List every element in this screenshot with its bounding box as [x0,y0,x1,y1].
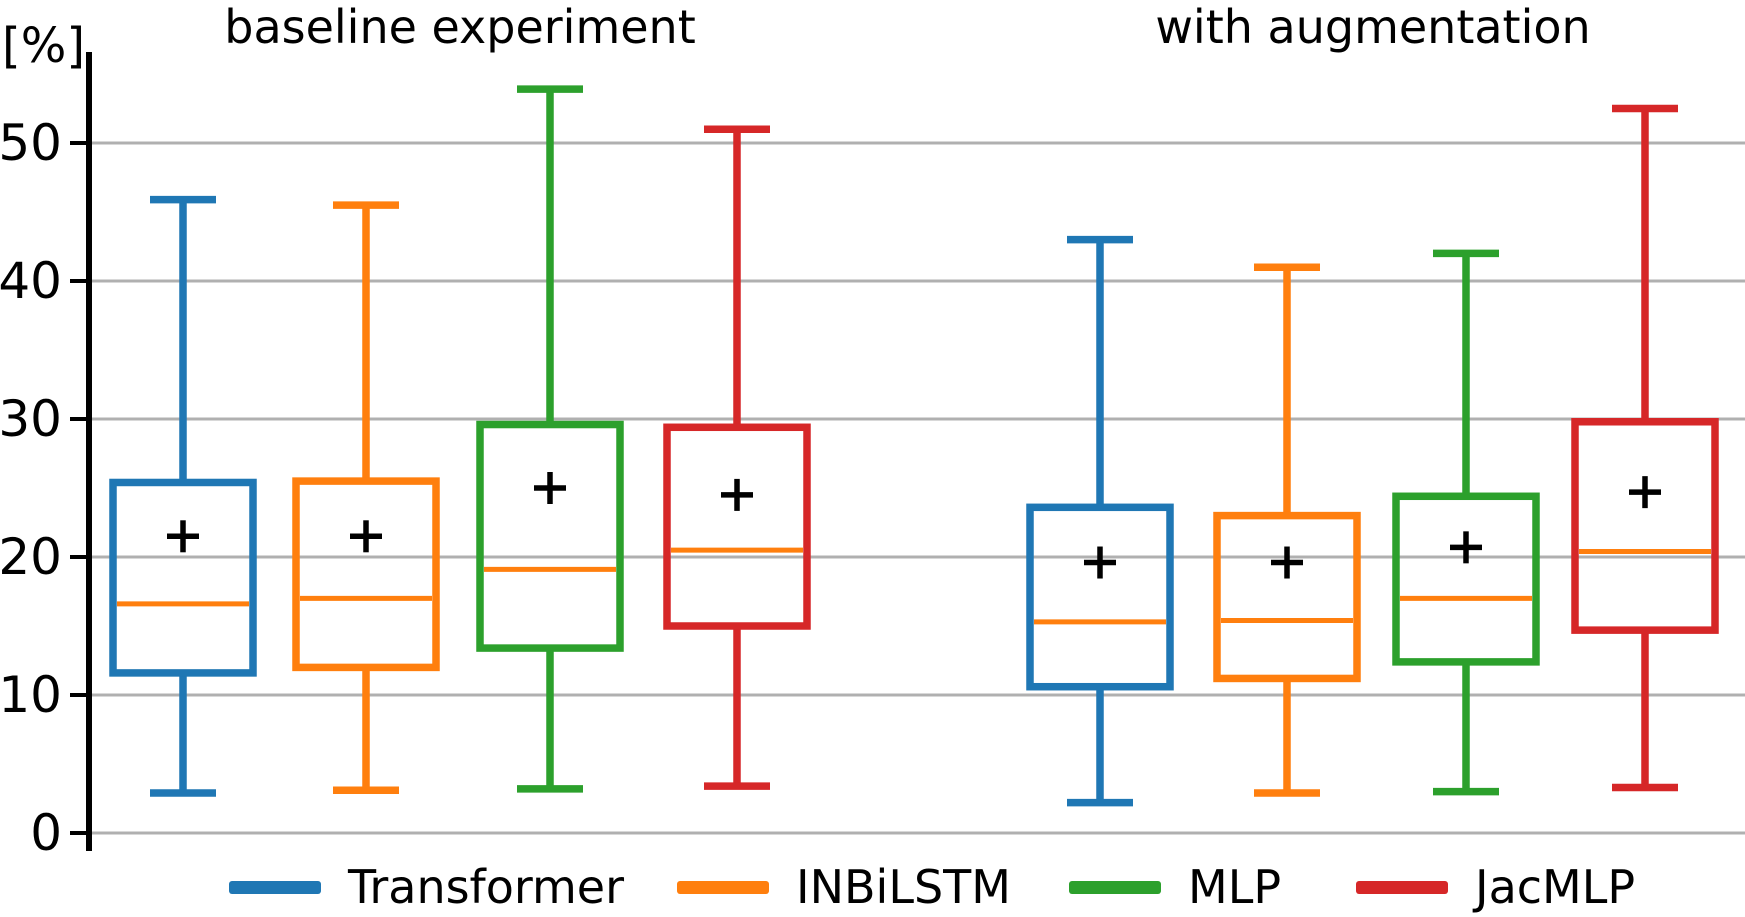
y-tick-label-30: 30 [0,390,62,448]
y-tick-label-0: 0 [30,804,62,862]
box-baseline-inbilstm-iqr [292,477,440,672]
group-title-augmentation: with augmentation [1155,0,1591,54]
group-title-baseline: baseline experiment [224,0,696,54]
y-tick-label-40: 40 [0,252,62,310]
y-tick-label-10: 10 [0,666,62,724]
box-augmentation-inbilstm-iqr [1213,511,1361,683]
legend-label-inbilstm: INBiLSTM [796,860,1011,914]
box-augmentation-transformer-iqr [1026,503,1174,691]
box-augmentation-jacmlp-iqr [1571,418,1719,634]
box-baseline-transformer-iqr [109,478,257,677]
y-axis-unit-label: [%] [2,18,86,74]
legend-label-jacmlp: JacMLP [1475,860,1636,914]
legend-swatch-inbilstm [677,881,769,894]
box-baseline-jacmlp-iqr [663,423,811,630]
y-tick-label-50: 50 [0,114,62,172]
legend-label-transformer: Transformer [348,860,625,914]
legend-label-mlp: MLP [1188,860,1282,914]
legend-swatch-jacmlp [1356,881,1448,894]
box-augmentation-mlp-iqr [1392,492,1540,666]
legend-swatch-mlp [1069,881,1161,894]
box-baseline-mlp-iqr [476,420,624,652]
y-tick-label-20: 20 [0,528,62,586]
legend-swatch-transformer [229,881,321,894]
